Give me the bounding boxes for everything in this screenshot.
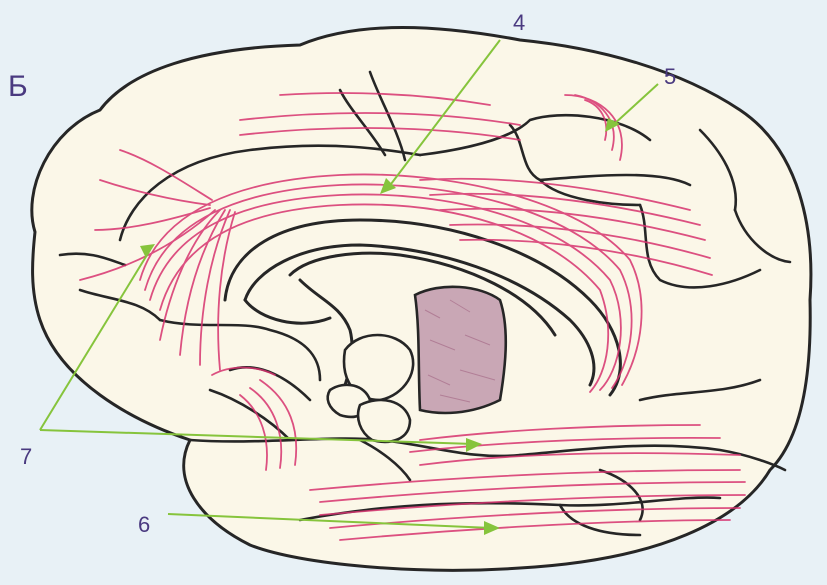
label-4: 4 (513, 12, 525, 34)
label-5: 5 (664, 66, 676, 88)
panel-letter: Б (8, 72, 28, 102)
label-6: 6 (138, 514, 150, 536)
label-7: 7 (20, 446, 32, 468)
